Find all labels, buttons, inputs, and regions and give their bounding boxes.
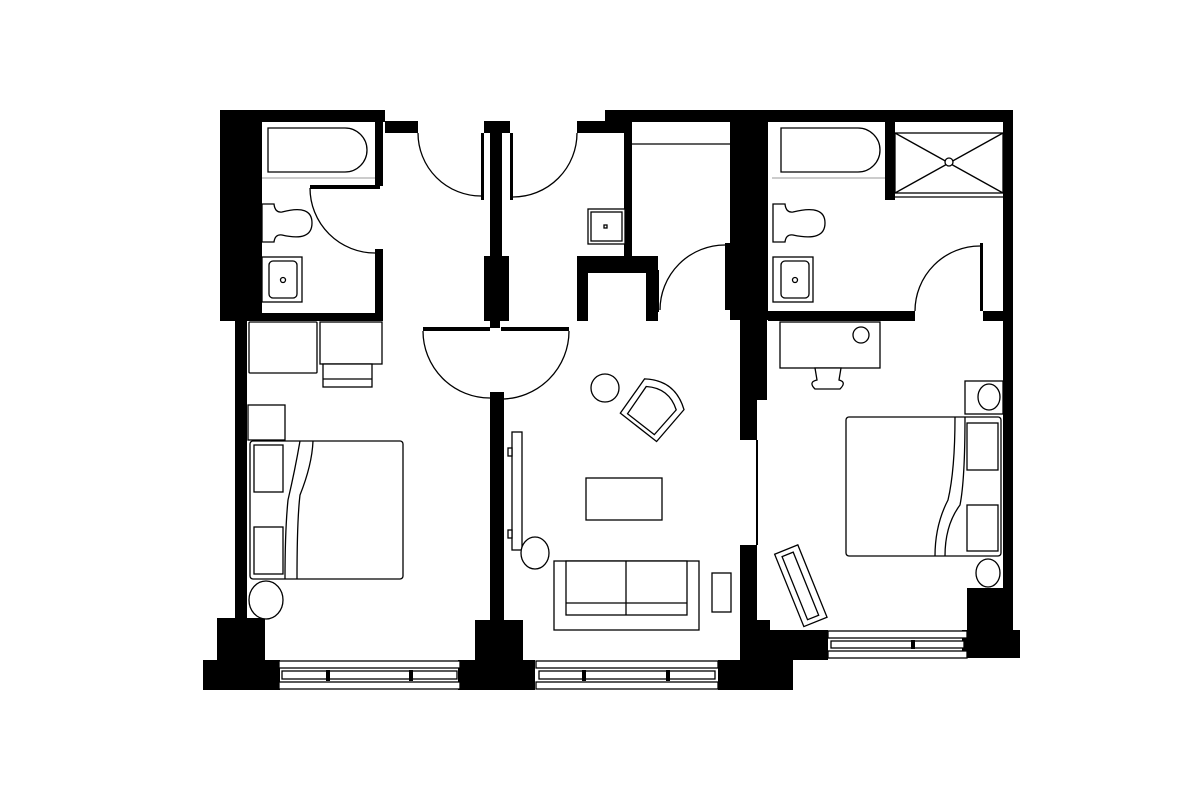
chaise-lounge — [773, 544, 828, 628]
windows — [278, 630, 968, 690]
pillow — [253, 444, 284, 493]
right-bedroom-furniture — [773, 321, 1004, 628]
door-entry-left — [417, 132, 482, 197]
desk-lamp — [852, 326, 870, 344]
walls — [203, 110, 1020, 690]
bed-cover-fold — [934, 416, 966, 557]
round-stool — [248, 580, 284, 620]
coffee-table — [585, 477, 663, 521]
pillow — [966, 504, 999, 552]
shower — [894, 132, 1004, 198]
left-bathroom-fixtures — [261, 127, 375, 303]
door-entry-right — [512, 132, 578, 198]
bed — [845, 416, 1002, 557]
toilet — [772, 203, 826, 243]
door-left-bathroom — [309, 187, 376, 254]
window-right-bedroom — [827, 630, 968, 659]
door-right-bathroom — [914, 245, 981, 312]
right-bathroom-fixtures — [772, 127, 1004, 303]
bathtub — [780, 127, 881, 173]
pillow — [253, 526, 284, 575]
round-stool — [975, 558, 1001, 588]
door-closet — [659, 244, 726, 311]
doors — [309, 132, 981, 400]
window-left-bedroom — [278, 660, 461, 690]
end-table — [520, 536, 550, 570]
pillow — [966, 422, 999, 471]
bathtub — [267, 127, 368, 173]
bed — [249, 440, 404, 580]
round-stool — [977, 383, 1001, 411]
tv-console — [511, 431, 523, 551]
side-table — [590, 373, 620, 403]
nightstand — [247, 404, 286, 441]
toilet — [261, 203, 313, 243]
closet-fixtures — [587, 208, 626, 245]
left-bedroom-furniture — [247, 321, 404, 620]
armchair — [619, 378, 685, 443]
door-left-bedroom — [422, 330, 491, 399]
desk-chair — [811, 367, 844, 390]
desk — [319, 321, 383, 365]
window-living-room — [535, 660, 719, 690]
living-room-furniture — [507, 373, 732, 631]
sofa — [553, 560, 700, 631]
door-living-room — [500, 330, 570, 400]
dresser — [248, 321, 318, 374]
desk-chair — [322, 363, 373, 388]
bed-cover-fold — [284, 440, 314, 580]
floor-lamp-base — [711, 572, 732, 613]
